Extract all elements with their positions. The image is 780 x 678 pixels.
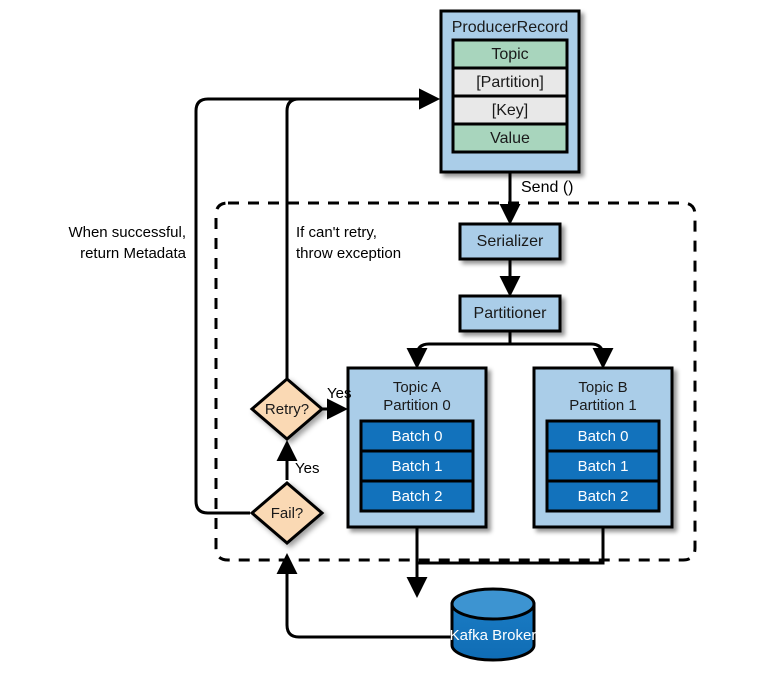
retry-yes-edge-label: Yes xyxy=(327,385,351,402)
producer-record-field-value-box xyxy=(451,122,569,154)
topic-a-title: Topic A xyxy=(393,379,441,396)
topic-a-batch-1-label: Batch 1 xyxy=(392,458,443,475)
topic-a-partition: Partition 0 xyxy=(383,397,451,414)
exception-feedback-path xyxy=(285,88,440,380)
success-annotation: When successful, return Metadata xyxy=(68,224,186,262)
producer-boundary-dashed xyxy=(214,201,697,562)
producer-record-field-partition-box xyxy=(451,66,569,98)
producer-record-field-partition-label: [Partition] xyxy=(476,74,544,91)
partitioner-box xyxy=(458,294,562,333)
broker-to-fail-connector xyxy=(276,553,452,639)
producer-record-field-key-label: [Key] xyxy=(492,102,528,119)
topic-a-node: Topic A Partition 0 Batch 0 Batch 1 Batc… xyxy=(346,366,488,529)
serializer-box xyxy=(458,222,562,261)
producer-record-field-key-box xyxy=(451,94,569,126)
topic-b-batch-2-label: Batch 2 xyxy=(578,488,629,505)
serializer-node: Serializer xyxy=(458,222,562,261)
exception-annotation-line2: throw exception xyxy=(296,245,401,262)
fail-label: Fail? xyxy=(271,505,304,522)
topic-b-to-broker-stem xyxy=(417,527,605,565)
topic-b-batch-0-label: Batch 0 xyxy=(578,428,629,445)
topic-a-batch-0-box xyxy=(359,419,475,453)
serializer-label: Serializer xyxy=(477,233,544,250)
retry-decision-node: Retry? Yes xyxy=(249,377,351,441)
partitioner-to-topic-b-connector xyxy=(510,342,614,369)
partitioner-to-topic-a-connector xyxy=(406,342,510,369)
retry-diamond xyxy=(249,377,325,441)
producer-record-field-topic-label: Topic xyxy=(491,46,528,63)
fail-yes-edge-label: Yes xyxy=(295,460,319,477)
success-annotation-line2: return Metadata xyxy=(80,245,187,262)
topic-a-batch-1-box xyxy=(359,449,475,483)
retry-label: Retry? xyxy=(265,401,309,418)
broker-cylinder-top xyxy=(450,587,536,621)
kafka-broker-node: Kafka Broker xyxy=(450,587,537,662)
producer-record-field-value-label: Value xyxy=(490,130,530,147)
partitioner-node: Partitioner xyxy=(458,294,562,333)
producer-record-node: ProducerRecord Topic [Partition] [Key] V… xyxy=(439,9,581,174)
partitioner-label: Partitioner xyxy=(474,305,548,322)
success-annotation-line1: When successful, xyxy=(68,224,186,241)
broker-label: Kafka Broker xyxy=(450,627,537,644)
topic-a-batch-2-label: Batch 2 xyxy=(392,488,443,505)
topic-b-batch-2-box xyxy=(545,479,661,513)
exception-annotation: If can't retry, throw exception xyxy=(296,224,401,262)
topic-b-title: Topic B xyxy=(578,379,627,396)
exception-annotation-line1: If can't retry, xyxy=(296,224,377,241)
topic-a-batch-2-box xyxy=(359,479,475,513)
send-label: Send () xyxy=(521,179,573,196)
fail-diamond xyxy=(249,481,325,545)
topic-b-node: Topic B Partition 1 Batch 0 Batch 1 Batc… xyxy=(532,366,674,529)
producer-record-title: ProducerRecord xyxy=(452,19,569,36)
topic-b-batch-1-label: Batch 1 xyxy=(578,458,629,475)
topic-b-partition: Partition 1 xyxy=(569,397,637,414)
topic-a-batch-0-label: Batch 0 xyxy=(392,428,443,445)
topic-b-batch-0-box xyxy=(545,419,661,453)
fail-decision-node: Fail? Yes xyxy=(249,460,325,545)
success-feedback-path xyxy=(194,88,440,515)
